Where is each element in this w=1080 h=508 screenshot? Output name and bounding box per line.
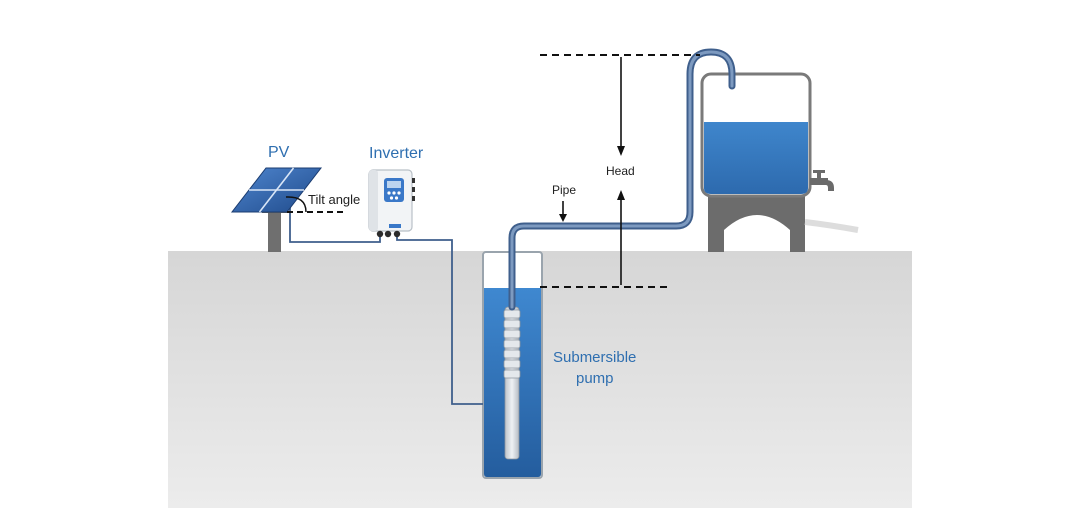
head-dimension	[540, 54, 700, 288]
submersible-pump-label-line1: Submersible	[553, 349, 636, 366]
faucet-icon	[810, 170, 834, 191]
pv-label: PV	[268, 144, 290, 161]
tank-stand	[708, 196, 859, 252]
inverter-to-pump-cable	[396, 234, 483, 405]
head-label: Head	[606, 164, 635, 178]
submersible-pump-label-line2: pump	[576, 370, 614, 387]
pipe-label: Pipe	[552, 183, 576, 197]
tilt-angle-label: Tilt angle	[308, 192, 360, 207]
pv-to-inverter-cable	[289, 206, 381, 243]
water-tank-icon	[700, 72, 812, 198]
tilt-angle-arc	[285, 196, 307, 213]
inverter-icon	[368, 169, 415, 238]
inverter-label: Inverter	[369, 145, 424, 162]
submersible-pump-icon	[503, 306, 521, 460]
solar-panel-icon	[230, 167, 323, 252]
pipe-pointer-arrow	[559, 201, 567, 222]
